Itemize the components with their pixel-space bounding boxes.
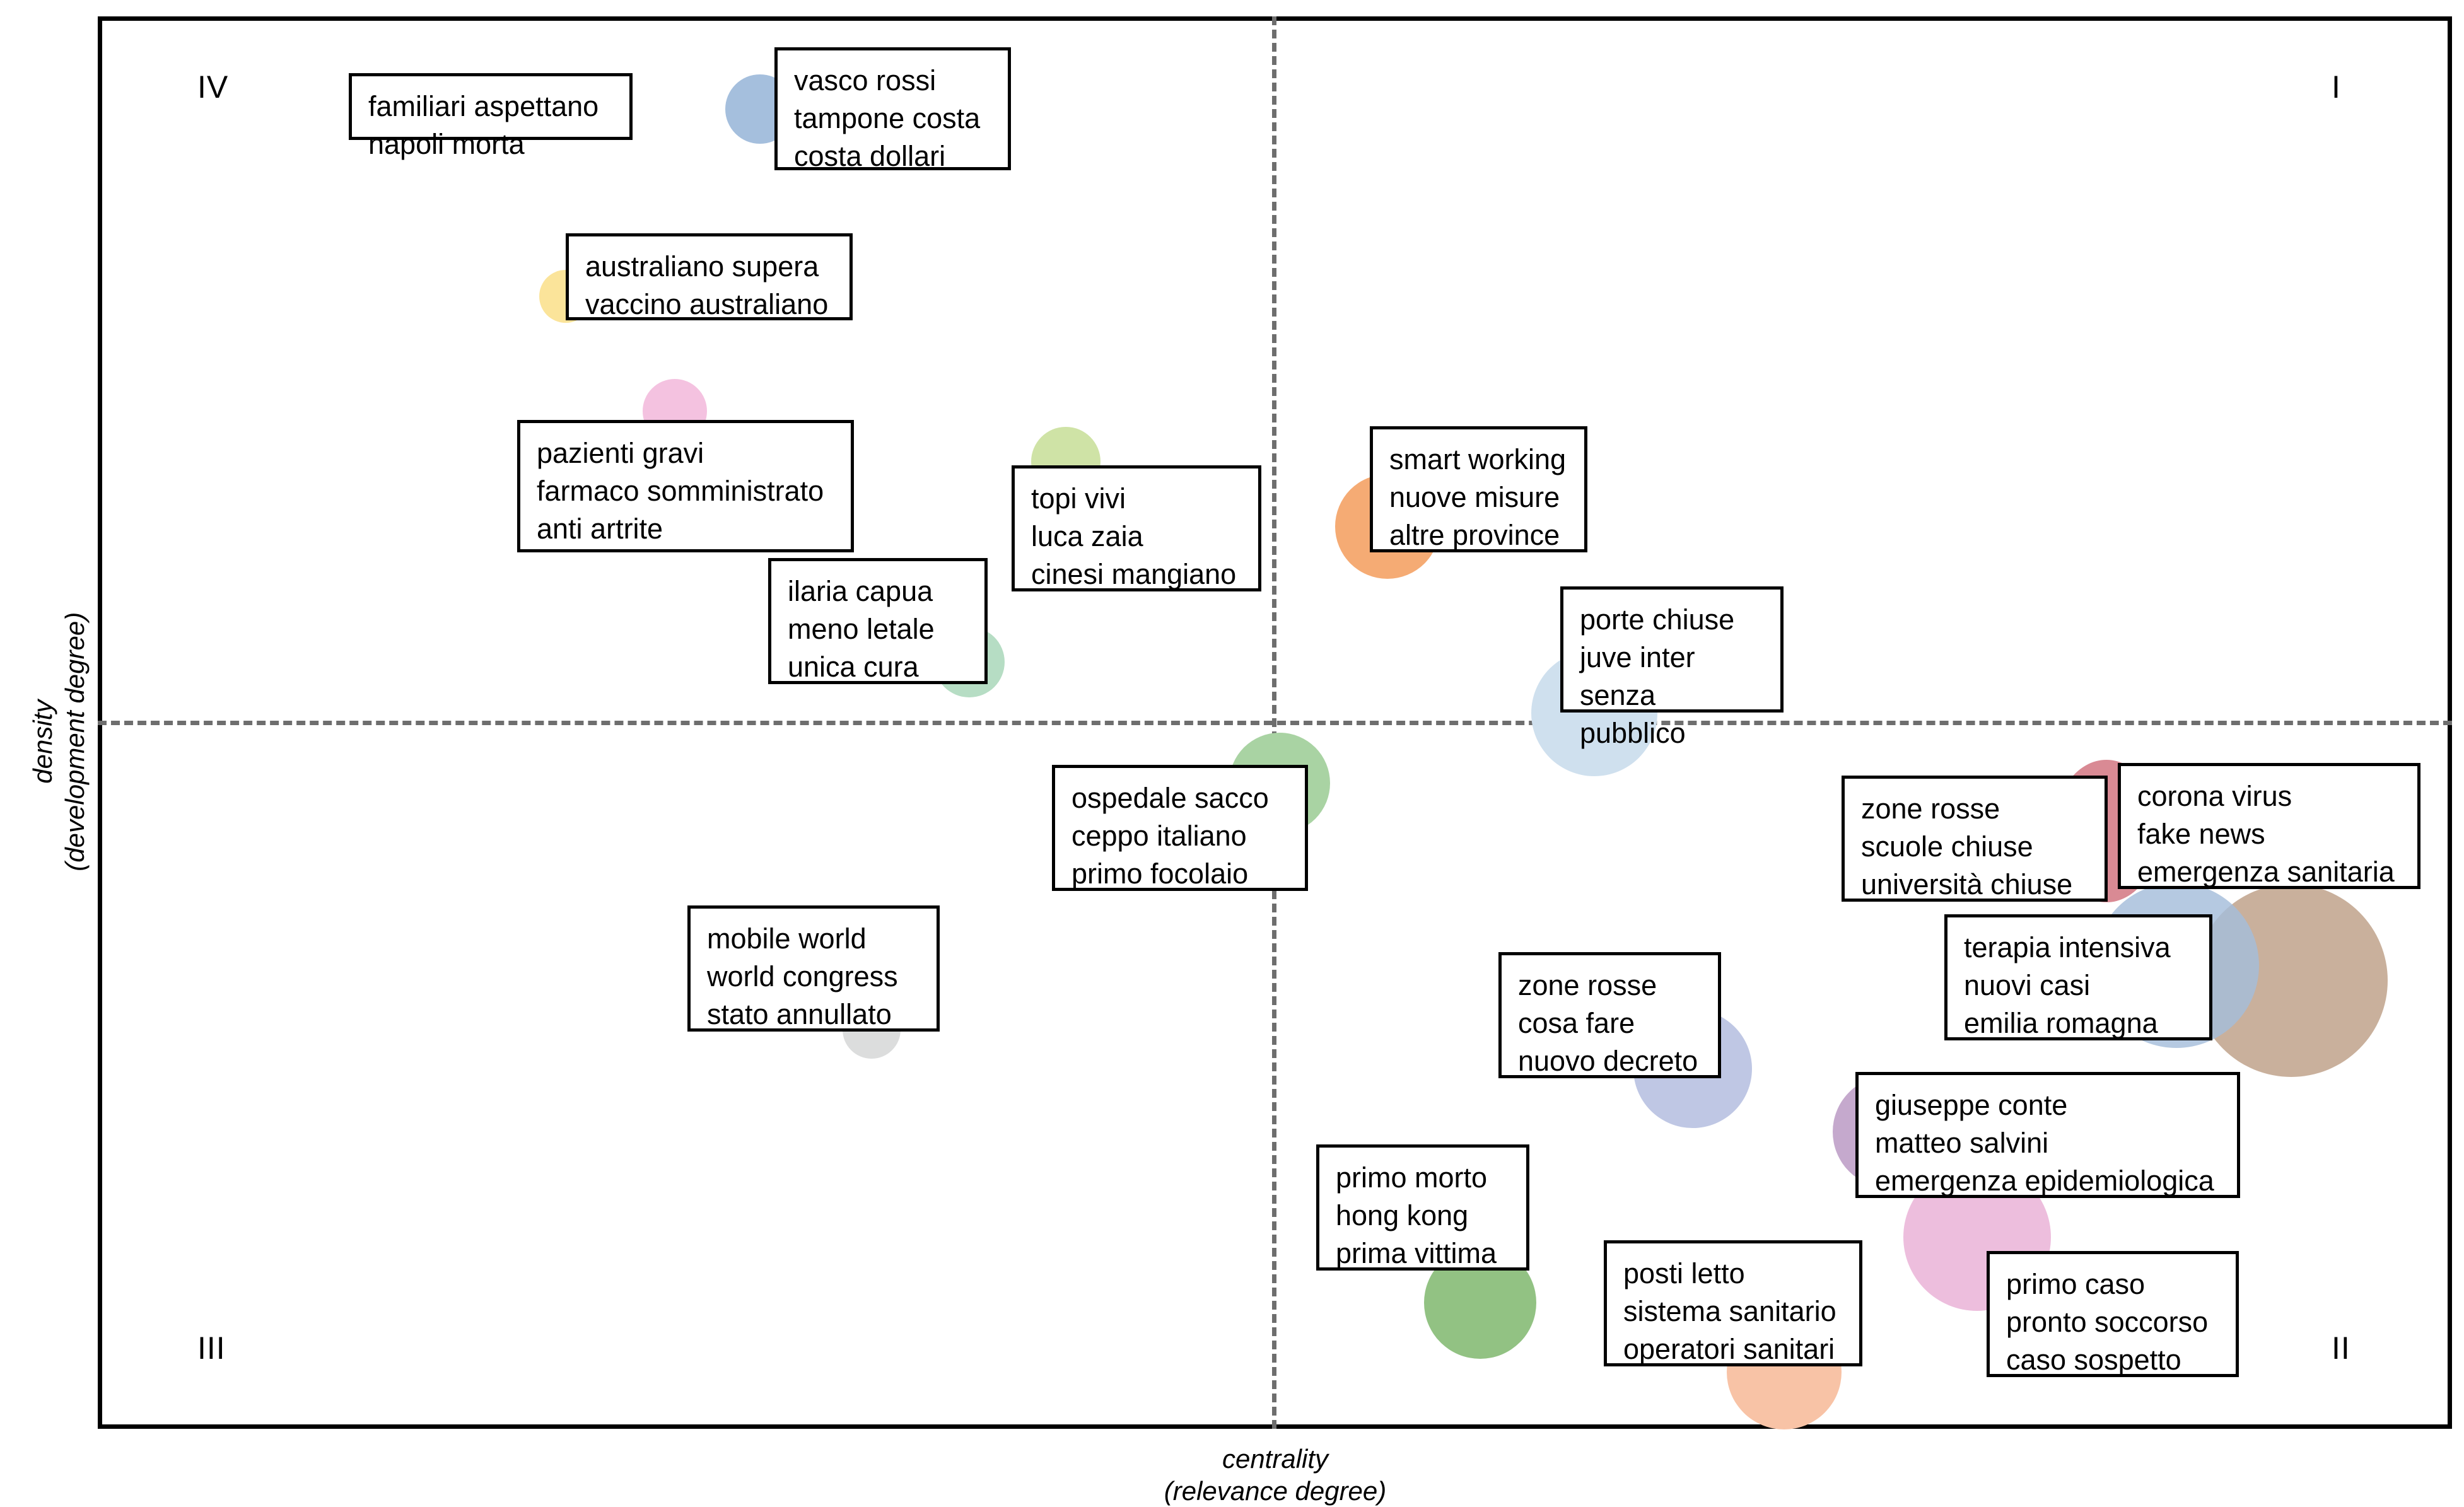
label-box-mobile-world[interactable]: mobile world world congress stato annull…	[687, 905, 940, 1032]
label-box-familiari-aspettano[interactable]: familiari aspettano napoli morta	[349, 73, 633, 160]
quadrant-label-iv: IV	[197, 69, 229, 105]
label-box-australiano-supera[interactable]: australiano supera vaccino australiano	[566, 233, 853, 320]
label-box-posti-letto[interactable]: posti letto sistema sanitario operatori …	[1604, 1240, 1862, 1366]
quadrant-label-ii: II	[2332, 1330, 2350, 1366]
quadrant-label-i: I	[2332, 69, 2341, 105]
y-axis-title: density (development degree)	[27, 612, 90, 871]
label-box-ilaria-capua[interactable]: ilaria capua meno letale unica cura	[768, 558, 988, 684]
label-box-primo-caso[interactable]: primo caso pronto soccorso caso sospetto	[1987, 1251, 2239, 1377]
label-box-pazienti-gravi[interactable]: pazienti gravi farmaco somministrato ant…	[517, 420, 854, 552]
label-box-vasco-rossi[interactable]: vasco rossi tampone costa costa dollari	[774, 47, 1011, 172]
label-box-zone-rosse-scuole[interactable]: zone rosse scuole chiuse università chiu…	[1842, 776, 2108, 902]
label-box-ospedale-sacco[interactable]: ospedale sacco ceppo italiano primo foco…	[1052, 765, 1308, 891]
label-box-primo-morto[interactable]: primo morto hong kong prima vittima	[1316, 1144, 1529, 1271]
horizontal-axis-dashed-line	[98, 721, 2452, 725]
label-box-terapia-intensiva[interactable]: terapia intensiva nuovi casi emilia roma…	[1944, 914, 2212, 1040]
label-box-giuseppe-conte[interactable]: giuseppe conte matteo salvini emergenza …	[1855, 1072, 2240, 1198]
label-box-zone-rosse-cosa-fare[interactable]: zone rosse cosa fare nuovo decreto	[1498, 952, 1721, 1078]
label-box-corona-virus[interactable]: corona virus fake news emergenza sanitar…	[2118, 763, 2420, 889]
x-axis-title: centrality (relevance degree)	[1164, 1444, 1387, 1506]
label-box-topi-vivi[interactable]: topi vivi luca zaia cinesi mangiano	[1012, 465, 1261, 591]
label-box-porte-chiuse[interactable]: porte chiuse juve inter senza pubblico	[1560, 586, 1784, 749]
label-box-smart-working[interactable]: smart working nuove misure altre provinc…	[1370, 426, 1587, 552]
quadrant-label-iii: III	[197, 1330, 226, 1366]
